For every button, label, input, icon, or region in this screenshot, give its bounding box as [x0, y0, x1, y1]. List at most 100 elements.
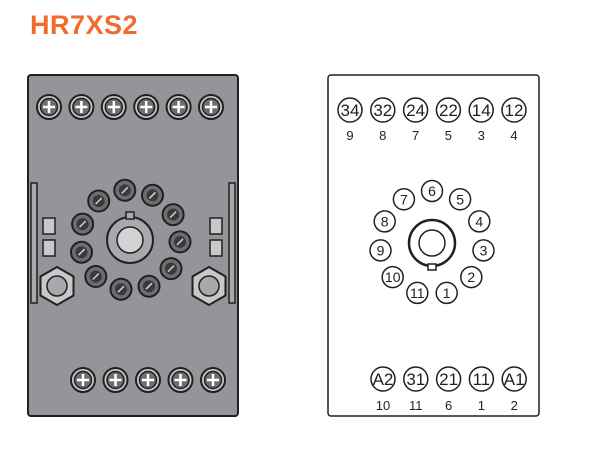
terminal-circle: [501, 97, 527, 123]
terminal-pin-number: 7: [412, 128, 419, 143]
bottom-terminal: A1 2: [501, 366, 527, 413]
terminal-circle: [468, 366, 495, 392]
bottom-screw-terminal: [135, 367, 161, 393]
center-pin-circle: [460, 265, 483, 289]
terminal-pin-number: 11: [409, 398, 423, 413]
center-pin: 3: [472, 239, 495, 262]
center-pin: 7: [392, 188, 416, 211]
center-pin-number: 2: [467, 269, 475, 285]
terminal-label: 14: [472, 101, 491, 120]
center-pin-number: 8: [381, 213, 389, 229]
socket-pin-slot: [95, 197, 103, 205]
right-mounting-nut: [191, 265, 227, 307]
left-side-clip: [30, 182, 38, 304]
terminal-circle: [402, 97, 429, 123]
center-pin: 2: [460, 265, 483, 289]
terminal-label: 21: [439, 370, 458, 389]
socket-key: [125, 211, 135, 220]
top-terminal: 34 9: [337, 97, 363, 143]
socket-pin-slot: [167, 265, 175, 273]
terminal-pin-number: 8: [379, 128, 386, 143]
top-screw-terminal: [198, 94, 224, 120]
terminal-circle: [435, 97, 462, 123]
top-screw-terminal: [36, 94, 62, 120]
top-terminal: 22 5: [435, 97, 462, 143]
top-screw-terminal: [133, 94, 160, 120]
center-pin: 4: [468, 210, 491, 233]
release-slot: [209, 217, 223, 235]
terminal-label: 34: [341, 101, 360, 120]
socket-pin-slot: [92, 272, 100, 281]
bottom-screw-terminal: [167, 367, 194, 393]
bottom-terminal: 21 6: [435, 366, 462, 413]
socket-center-hole: [116, 226, 144, 254]
bottom-terminal: 111: [468, 366, 495, 413]
socket-pin-slot: [121, 186, 129, 194]
terminal-label: 22: [439, 101, 458, 120]
center-pin: 1: [435, 281, 458, 305]
socket-pin-slot: [148, 191, 157, 199]
hex-nut-hole: [46, 275, 68, 297]
terminal-circle: [468, 97, 494, 123]
top-screw-terminal: [100, 94, 127, 120]
center-pin: 11: [406, 281, 429, 305]
terminal-label: 12: [505, 101, 524, 120]
terminal-wiring-view: 349328247225143124A2103111216111A1212345…: [327, 74, 540, 417]
socket-pin-slot: [145, 282, 153, 290]
terminal-pin-number: 3: [478, 128, 485, 143]
terminal-pin-number: 4: [510, 128, 517, 143]
center-pin-circle: [472, 239, 495, 262]
center-pin-circle: [448, 188, 472, 211]
release-slot: [42, 217, 56, 235]
terminal-label: A1: [504, 370, 525, 389]
top-terminal: 12 4: [501, 97, 527, 143]
terminal-circle: [435, 366, 462, 392]
terminal-pin-number: 9: [346, 128, 353, 143]
center-pin-number: 1: [443, 285, 451, 301]
center-key: [427, 263, 437, 271]
center-pin: 10: [381, 265, 404, 289]
terminal-pin-number: 1: [478, 398, 485, 413]
terminal-label: 11: [473, 370, 491, 389]
product-title: HR7XS2: [30, 10, 139, 40]
center-pin-number: 7: [400, 191, 408, 207]
release-slot: [42, 239, 56, 257]
center-pin-circle: [392, 188, 416, 211]
center-pin: 8: [373, 210, 396, 233]
center-pin-circle: [369, 239, 392, 262]
center-pin-number: 4: [475, 213, 483, 229]
socket-front-view: [27, 74, 239, 417]
terminal-label: 24: [406, 101, 425, 120]
center-pin: 9: [369, 239, 392, 262]
left-mounting-nut: [39, 265, 75, 307]
terminal-pin-number: 2: [511, 398, 518, 413]
top-terminal: 32 8: [370, 97, 396, 143]
terminal-circle: [370, 366, 396, 392]
top-screw-terminal: [68, 94, 95, 120]
top-terminal: 14 3: [468, 97, 494, 143]
release-slot: [209, 239, 223, 257]
socket-pin-slot: [176, 238, 184, 246]
center-pin-number: 10: [385, 269, 401, 285]
center-pin-circle: [406, 281, 429, 305]
terminal-pin-number: 5: [445, 128, 452, 143]
top-terminal: 24 7: [402, 97, 429, 143]
center-pin-number: 6: [428, 183, 436, 199]
center-pin-number: 9: [377, 242, 385, 258]
center-pin-circle: [373, 210, 396, 233]
center-pin-circle: [435, 281, 458, 305]
terminal-label: 32: [373, 101, 392, 120]
right-side-clip: [228, 182, 236, 304]
socket-pin-slot: [117, 285, 125, 293]
terminal-label: A2: [373, 370, 394, 389]
center-pin: 5: [448, 188, 472, 211]
terminal-circle: [403, 366, 429, 392]
center-ring-inner: [418, 229, 446, 257]
bottom-screw-terminal: [70, 367, 96, 393]
center-pin-number: 3: [480, 242, 488, 258]
terminal-label: 31: [406, 370, 425, 389]
center-pin-circle: [381, 265, 404, 289]
terminal-pin-number: 6: [445, 398, 452, 413]
bottom-screw-terminal: [102, 367, 129, 393]
